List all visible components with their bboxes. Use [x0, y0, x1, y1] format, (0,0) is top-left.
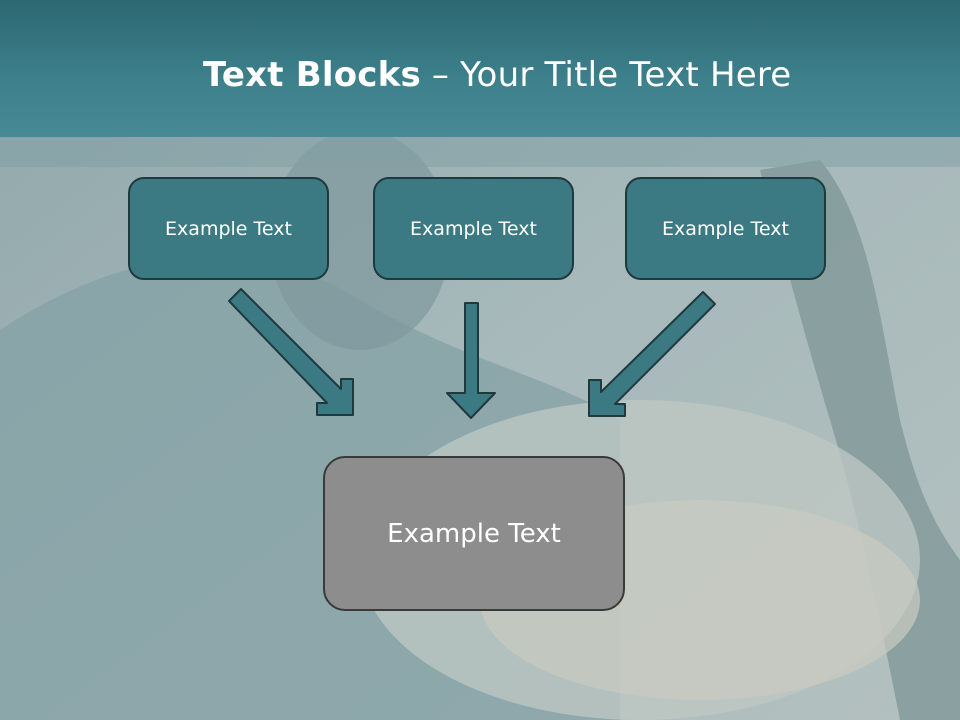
main-text-block-label: Example Text — [387, 518, 561, 549]
text-block-2[interactable]: Example Text — [373, 177, 574, 280]
slide-title: Text Blocks – Your Title Text Here — [203, 55, 791, 95]
title-rest: Your Title Text Here — [460, 55, 792, 95]
text-block-3[interactable]: Example Text — [625, 177, 826, 280]
main-text-block[interactable]: Example Text — [323, 456, 625, 611]
text-block-2-label: Example Text — [410, 217, 537, 240]
arrow-center — [446, 302, 496, 419]
title-bold: Text Blocks — [203, 55, 421, 95]
text-block-1-label: Example Text — [165, 217, 292, 240]
arrow-left — [228, 288, 354, 416]
title-bar — [0, 0, 960, 137]
title-dash: – — [420, 55, 461, 95]
text-block-1[interactable]: Example Text — [128, 177, 329, 280]
arrow-right — [588, 291, 716, 417]
text-block-3-label: Example Text — [662, 217, 789, 240]
title-strip — [0, 137, 960, 167]
